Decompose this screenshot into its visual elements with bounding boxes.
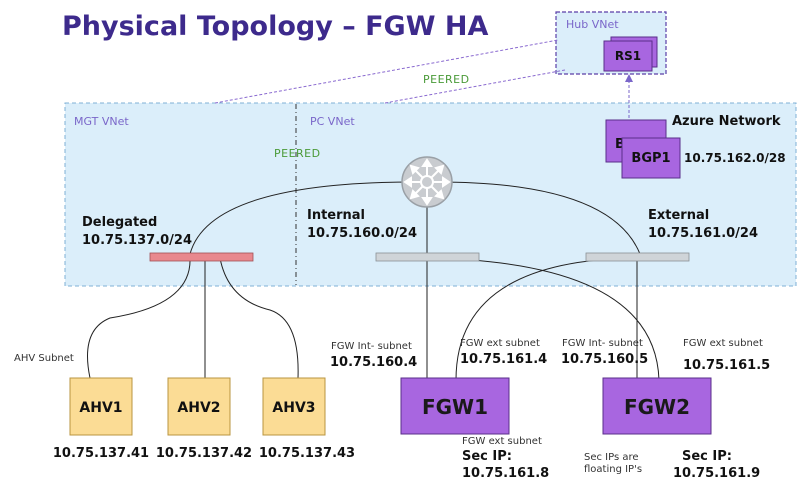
rs1-box [603, 40, 653, 72]
fgw1-ext-ip: 10.75.161.4 [460, 352, 547, 367]
bgp-back-label: B [615, 137, 625, 152]
fgw1-sec-ext-subnet-label: FGW ext subnet [462, 436, 542, 447]
bgp1-box [621, 137, 681, 179]
fgw2-ext-ip: 10.75.161.5 [683, 358, 770, 373]
fgw2-sec-ip-label: Sec IP: [682, 449, 732, 464]
internal-subnet-bar [375, 252, 480, 262]
external-subnet-bar [585, 252, 690, 262]
arrow-head-icon [625, 74, 633, 82]
fgw1-sec-ip-label: Sec IP: [462, 449, 512, 464]
arc-router-external [426, 181, 641, 255]
ahv3-label: AHV3 [272, 400, 315, 416]
pc-vnet-label: PC VNet [310, 115, 355, 128]
floating-note-line2: floating IP's [584, 464, 642, 475]
ahv3-box [262, 377, 326, 436]
ahv2-label: AHV2 [177, 400, 220, 416]
external-subnet-name: External [648, 208, 709, 223]
peered-label-vnet: PEERED [274, 147, 321, 160]
fgw1-int-subnet-label: FGW Int- subnet [331, 341, 412, 352]
external-subnet-cidr: 10.75.161.0/24 [648, 226, 758, 241]
page-title: Physical Topology – FGW HA [62, 11, 488, 42]
fgw2-ext-subnet-label: FGW ext subnet [683, 338, 763, 349]
router-icon [401, 156, 453, 208]
ahv3-ip: 10.75.137.43 [259, 446, 355, 461]
ahv1-label: AHV1 [79, 400, 122, 416]
rs1-label: RS1 [615, 49, 641, 63]
ahv2-box [167, 377, 231, 436]
bgp-subnet-cidr: 10.75.162.0/28 [684, 151, 786, 165]
ahv2-ip: 10.75.137.42 [156, 446, 252, 461]
internal-subnet-name: Internal [307, 208, 365, 223]
peering-line-mgt-hub [214, 39, 559, 104]
peering-line-pc-hub [384, 69, 566, 104]
azure-network-label: Azure Network [672, 114, 781, 129]
fgw2-sec-ip: 10.75.161.9 [673, 466, 760, 481]
bgp1-label: BGP1 [631, 151, 670, 166]
ahv1-ip: 10.75.137.41 [53, 446, 149, 461]
fgw1-int-ip: 10.75.160.4 [330, 355, 417, 370]
fgw2-int-subnet-label: FGW Int- subnet [562, 338, 643, 349]
internal-subnet-cidr: 10.75.160.0/24 [307, 226, 417, 241]
fgw2-label: FGW2 [624, 395, 690, 419]
delegated-subnet-cidr: 10.75.137.0/24 [82, 233, 192, 248]
ahv-subnet-label: AHV Subnet [14, 353, 74, 364]
arc-router-delegated [189, 181, 428, 255]
cable-ahv1 [87, 257, 191, 379]
fgw1-label: FGW1 [422, 395, 488, 419]
floating-note-line1: Sec IPs are [584, 452, 639, 463]
peered-label-hub: PEERED [423, 73, 470, 86]
fgw1-box [400, 377, 510, 435]
fgw1-ext-subnet-label: FGW ext subnet [460, 338, 540, 349]
fgw1-sec-ip: 10.75.161.8 [462, 466, 549, 481]
mgt-vnet-label: MGT VNet [74, 115, 129, 128]
cable-internal-fgw2 [426, 257, 660, 381]
cable-ahv3 [219, 257, 299, 379]
fgw2-box [602, 377, 712, 435]
ahv1-box [69, 377, 133, 436]
hub-vnet-label: Hub VNet [566, 18, 619, 31]
delegated-subnet-name: Delegated [82, 215, 157, 230]
delegated-subnet-bar [149, 252, 254, 262]
fgw2-int-ip: 10.75.160.5 [561, 352, 648, 367]
